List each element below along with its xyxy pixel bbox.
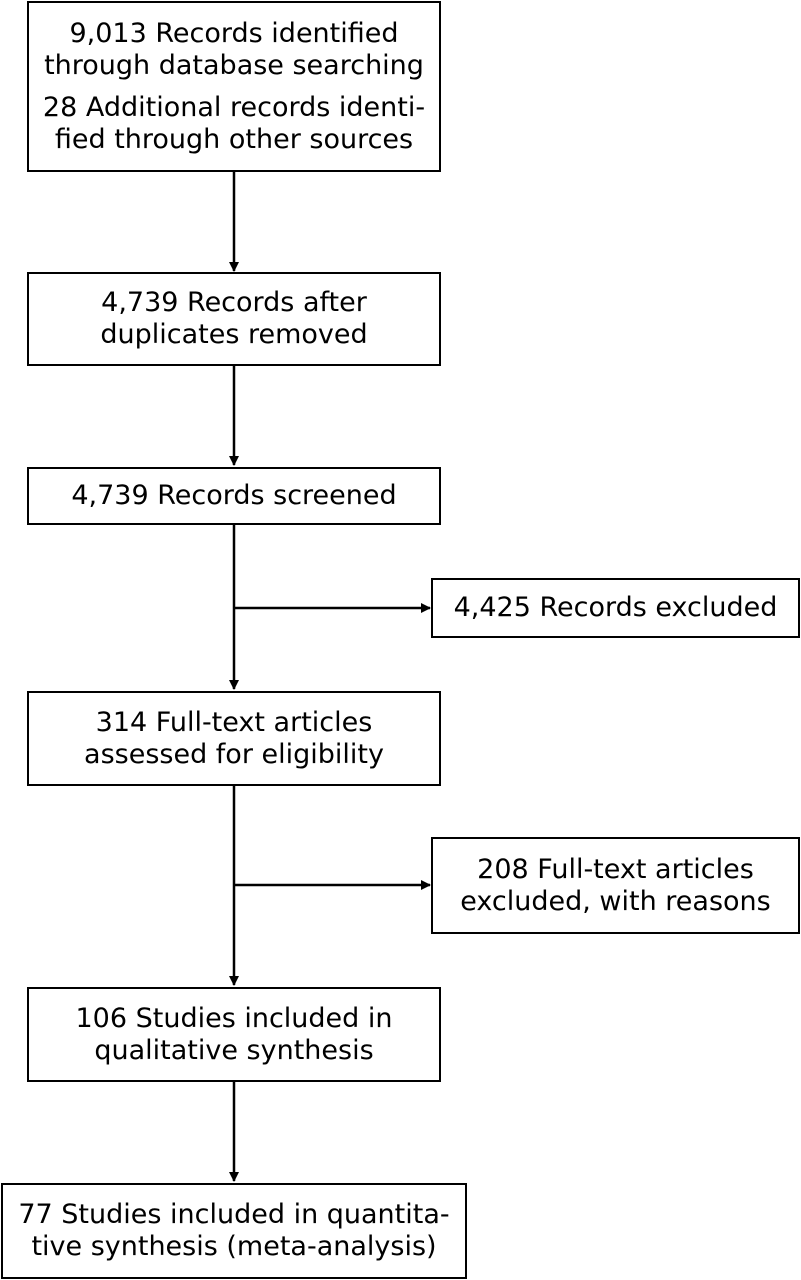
- box-line: 4,425 Records excluded: [453, 592, 778, 623]
- box-fulltext-excluded: 208 Full-text articles excluded, with re…: [431, 837, 800, 934]
- box-line: tive synthesis (meta-analysis): [31, 1231, 437, 1262]
- box-line: 28 Additional records identi-: [42, 91, 426, 123]
- box-duplicates-removed: 4,739 Records after duplicates removed: [27, 272, 441, 366]
- box-records-excluded: 4,425 Records excluded: [431, 578, 800, 638]
- box-fulltext-assessed: 314 Full-text articles assessed for elig…: [27, 691, 441, 786]
- box-line: fied through other sources: [54, 123, 414, 155]
- box-line: assessed for eligibility: [84, 738, 384, 770]
- box-line: 4,739 Records screened: [71, 480, 397, 511]
- box-records-screened: 4,739 Records screened: [27, 467, 441, 525]
- box-line: excluded, with reasons: [460, 885, 771, 917]
- box-records-identified: 9,013 Records identified through databas…: [27, 1, 441, 172]
- box-line: 208 Full-text articles: [477, 853, 754, 885]
- box-line: through database searching: [44, 49, 424, 81]
- box-line: qualitative synthesis: [94, 1034, 374, 1066]
- box-quantitative-synthesis: 77 Studies included in quantita- tive sy…: [1, 1183, 467, 1279]
- box-qualitative-synthesis: 106 Studies included in qualitative synt…: [27, 987, 441, 1082]
- box-line: 4,739 Records after: [101, 287, 367, 318]
- box-line: 106 Studies included in: [75, 1002, 393, 1034]
- box-line: 77 Studies included in quantita-: [18, 1199, 450, 1230]
- box-line: 9,013 Records identified: [69, 17, 399, 49]
- box-line: 314 Full-text articles: [95, 706, 373, 738]
- box-line: duplicates removed: [100, 319, 368, 350]
